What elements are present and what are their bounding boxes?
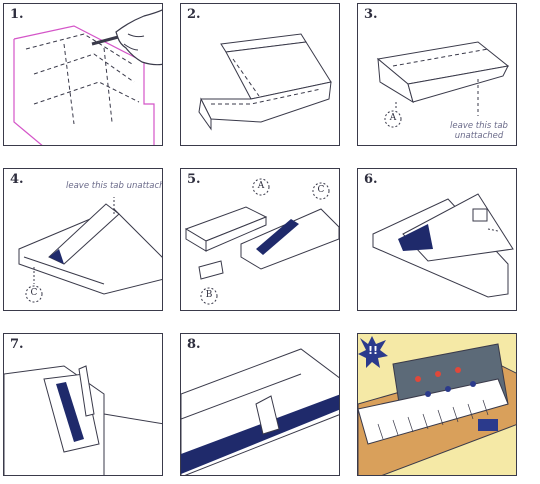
step-9-panel: !!	[357, 333, 517, 476]
step-number: 2.	[187, 7, 201, 22]
label-a: A	[257, 181, 265, 191]
step-2-panel: 2.	[180, 3, 340, 146]
tray-with-insert-illustration	[18, 197, 162, 303]
step-8-panel: 8.	[180, 333, 340, 476]
step-1-panel: 1.	[3, 3, 163, 146]
step-number: 6.	[364, 172, 378, 187]
label-b: B	[205, 290, 213, 300]
closed-box-illustration	[181, 348, 339, 475]
celebration-badge: !!	[367, 344, 379, 357]
label-c: C	[317, 185, 325, 195]
step-number: 1.	[10, 7, 24, 22]
step-6-panel: 6.	[357, 168, 517, 311]
step-3-panel: 3. A leave this tab unattached	[357, 3, 517, 146]
step-number: 3.	[364, 7, 378, 22]
inserting-synth-illustration	[372, 193, 514, 298]
step-number: 5.	[187, 172, 201, 187]
label-c: C	[30, 288, 38, 298]
step-5-panel: 5. A C B	[180, 168, 340, 311]
parts-layout-illustration	[184, 178, 339, 305]
finished-synth-illustration	[358, 336, 516, 475]
assembled-part-a-illustration	[376, 41, 510, 128]
closing-tab-illustration	[4, 365, 162, 475]
label-a: A	[389, 113, 397, 123]
step-4-panel: 4. C leave this tab unattached	[3, 168, 163, 311]
folding-box-illustration	[198, 33, 332, 131]
cutting-template-illustration	[13, 9, 162, 145]
tab-note: leave this tab unattached	[450, 121, 508, 141]
step-number: 4.	[10, 172, 24, 187]
step-7-panel: 7.	[3, 333, 163, 476]
tab-note: leave this tab unattached	[66, 181, 162, 191]
step-number: 8.	[187, 337, 201, 352]
step-number: 7.	[10, 337, 24, 352]
